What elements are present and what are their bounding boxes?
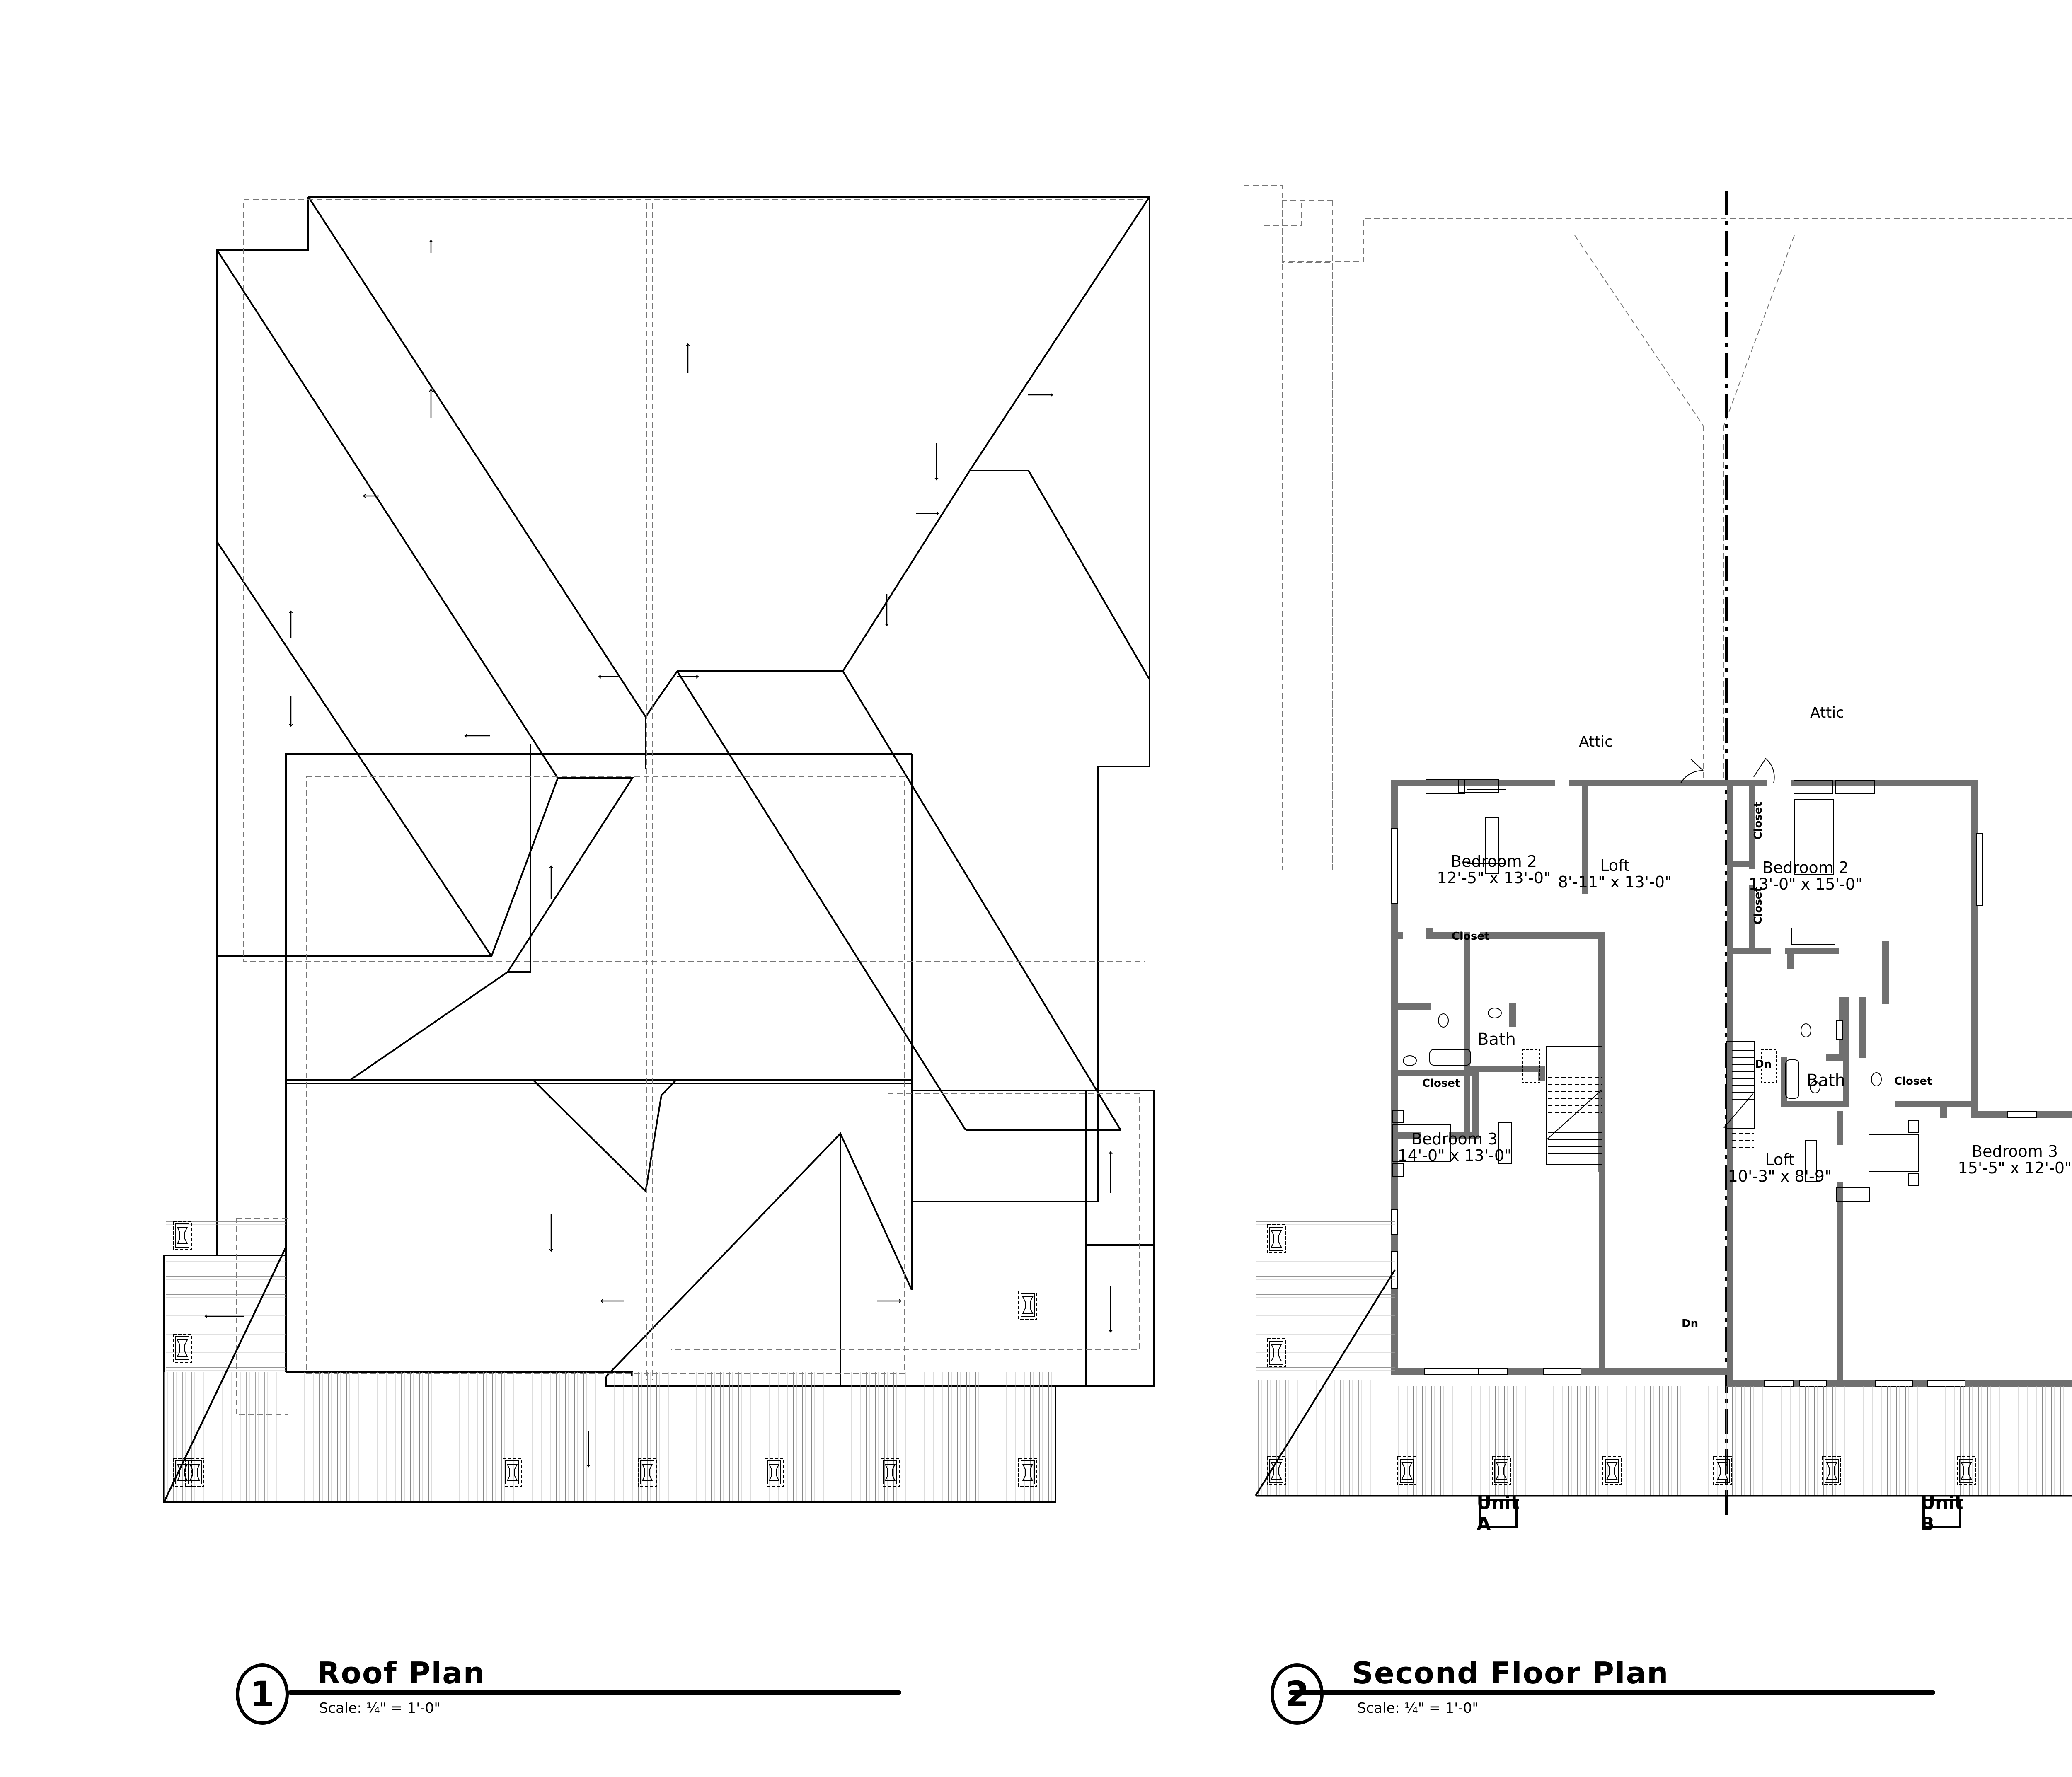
- unit-a-bedroom-3: Bedroom 3 14'-0" x 13'-0": [1398, 1131, 1512, 1164]
- room-name: Bedroom 3: [1411, 1130, 1498, 1148]
- unit-b-closet-1: Closet: [1752, 802, 1765, 840]
- room-name: Loft: [1600, 856, 1630, 875]
- roof-plan-title: Roof Plan: [317, 1656, 486, 1690]
- roof-plan-drawing: [163, 196, 1155, 1503]
- unit-b-bath: Bath: [1807, 1071, 1845, 1090]
- unit-a-loft: Loft 8'-11" x 13'-0": [1558, 856, 1672, 891]
- unit-a-bedroom-2: Bedroom 2 12'-5" x 13'-0": [1437, 853, 1551, 887]
- unit-b-loft: Loft 10'-3" x 8'-9": [1728, 1151, 1832, 1185]
- room-dims: 12'-5" x 13'-0": [1437, 868, 1551, 887]
- unit-b-tag: Unit B: [1920, 1492, 1963, 1535]
- unit-b-stair-down: Dn: [1755, 1058, 1772, 1071]
- porch-roof-hatch-front: [286, 1372, 1055, 1501]
- drawing-number-1: 1: [236, 1663, 289, 1725]
- unit-a-bath: Bath: [1477, 1030, 1516, 1049]
- room-name: Bedroom 2: [1450, 852, 1537, 870]
- unit-b-bedroom-3: Bedroom 3 15'-5" x 12'-0": [1958, 1142, 2072, 1177]
- unit-a-tag: Unit A: [1477, 1492, 1520, 1535]
- windows: [1391, 828, 2037, 1387]
- room-dims: 8'-11" x 13'-0": [1558, 873, 1672, 891]
- room-dims: 10'-3" x 8'-9": [1728, 1167, 1832, 1185]
- room-dims: 14'-0" x 13'-0": [1397, 1146, 1512, 1165]
- unit-a-stair-down: Dn: [1682, 1318, 1699, 1330]
- second-floor-title-rule: [1289, 1690, 1935, 1695]
- roof-plan-title-rule: [288, 1690, 901, 1695]
- attic-label-a: Attic: [1579, 733, 1613, 750]
- room-dims: 15'-5" x 12'-0": [1958, 1158, 2072, 1177]
- roof-plan-scale: Scale: ¼" = 1'-0": [319, 1700, 441, 1717]
- unit-a-closet-1: Closet: [1452, 930, 1490, 943]
- roof-wall-lines: [236, 199, 1145, 1415]
- second-floor-plan-scale: Scale: ¼" = 1'-0": [1357, 1700, 1479, 1717]
- unit-b-closet-3: Closet: [1894, 1075, 1932, 1088]
- porch-roof-hatch-left: [166, 1220, 286, 1378]
- room-name: Bedroom 2: [1762, 858, 1849, 877]
- room-name: Loft: [1765, 1151, 1795, 1169]
- room-dims: 13'-0" x 15'-0": [1748, 875, 1863, 893]
- roof-slope-arrows: [205, 240, 1111, 1467]
- room-name: Bedroom 3: [1971, 1142, 2058, 1160]
- doors-and-fixtures: [1392, 758, 1919, 1202]
- stair-treads: [1547, 1050, 1754, 1154]
- unit-a-closet-2: Closet: [1422, 1077, 1460, 1090]
- attic-label-b: Attic: [1810, 704, 1844, 721]
- second-floor-plan-title: Second Floor Plan: [1352, 1656, 1669, 1690]
- attic-outline: [1243, 185, 2072, 870]
- unit-b-bedroom-2: Bedroom 2 13'-0" x 15'-0": [1748, 858, 1863, 893]
